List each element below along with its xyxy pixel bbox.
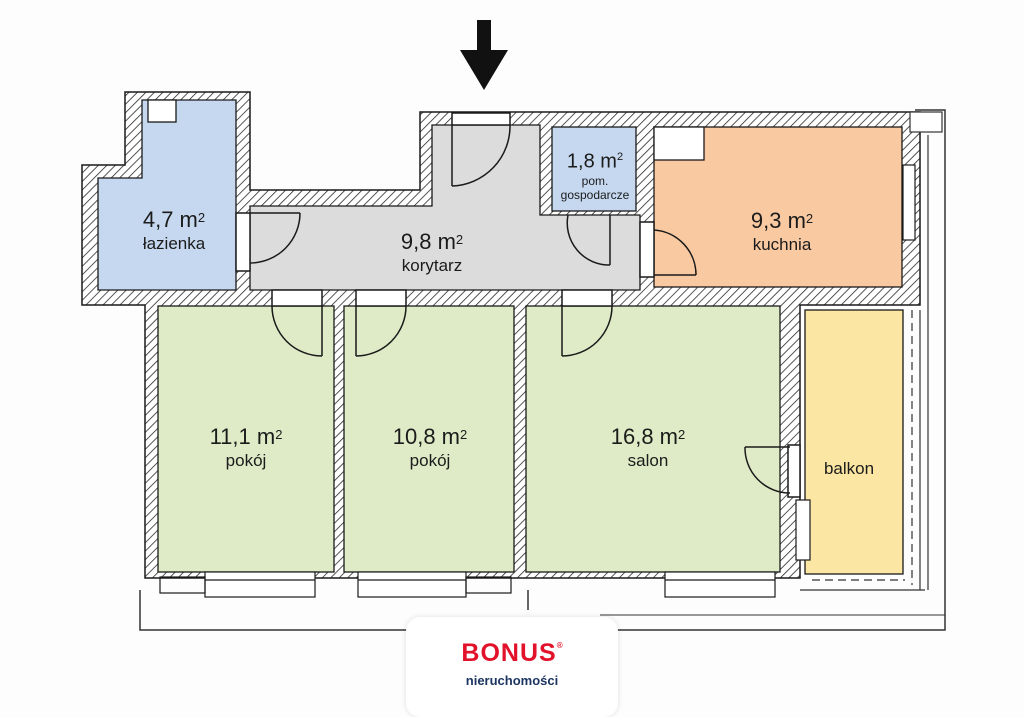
- room-label-kuchnia: 9,3 m2 kuchnia: [751, 208, 813, 256]
- bonus-logo: BONUS® nieruchomości: [406, 617, 618, 717]
- area-value: 11,1 m2: [209, 424, 283, 449]
- room-label-balkon: balkon: [824, 458, 874, 480]
- room-pokoj-1: [157, 305, 335, 573]
- room-name: kuchnia: [752, 235, 812, 254]
- room-name: balkon: [823, 459, 875, 478]
- doors: [235, 112, 801, 498]
- site-outline: [139, 109, 946, 631]
- room-name-line1: pom.: [581, 173, 609, 188]
- area-value: 1,8 m2: [566, 150, 624, 173]
- area-value: 9,8 m2: [400, 229, 464, 254]
- area-value: 9,3 m2: [750, 208, 814, 233]
- room-label-salon: 16,8 m2 salon: [611, 424, 686, 472]
- room-label-korytarz: 9,8 m2 korytarz: [401, 229, 463, 277]
- logo-subtitle: nieruchomości: [465, 673, 559, 688]
- room-name: pokój: [225, 451, 267, 470]
- area-value: 10,8 m2: [392, 424, 468, 449]
- logo-brand: BONUS®: [461, 639, 563, 667]
- room-label-pokoj-1: 11,1 m2 pokój: [210, 424, 283, 472]
- room-name: łazienka: [142, 234, 206, 253]
- room-fills: [97, 99, 904, 575]
- room-name: salon: [627, 451, 669, 470]
- room-pom-gospodarcze: [551, 126, 637, 212]
- room-pokoj-2: [343, 305, 515, 573]
- room-name: korytarz: [401, 256, 463, 275]
- room-name: pokój: [409, 451, 451, 470]
- room-label-pokoj-2: 10,8 m2 pokój: [393, 424, 468, 472]
- room-label-lazienka: 4,7 m2 łazienka: [143, 207, 205, 255]
- room-balkon: [804, 309, 904, 575]
- down-arrow-icon: [460, 20, 508, 90]
- room-name-line2: gospodarcze: [560, 187, 630, 202]
- windows: [159, 164, 916, 598]
- room-kuchnia: [653, 126, 903, 288]
- balcony-railing: [800, 111, 943, 591]
- room-label-pom-gospodarcze: 1,8 m2 pom. gospodarcze: [561, 145, 630, 202]
- area-value: 4,7 m2: [142, 207, 206, 232]
- room-lazienka: [97, 99, 237, 291]
- area-value: 16,8 m2: [610, 424, 686, 449]
- room-salon: [525, 305, 781, 573]
